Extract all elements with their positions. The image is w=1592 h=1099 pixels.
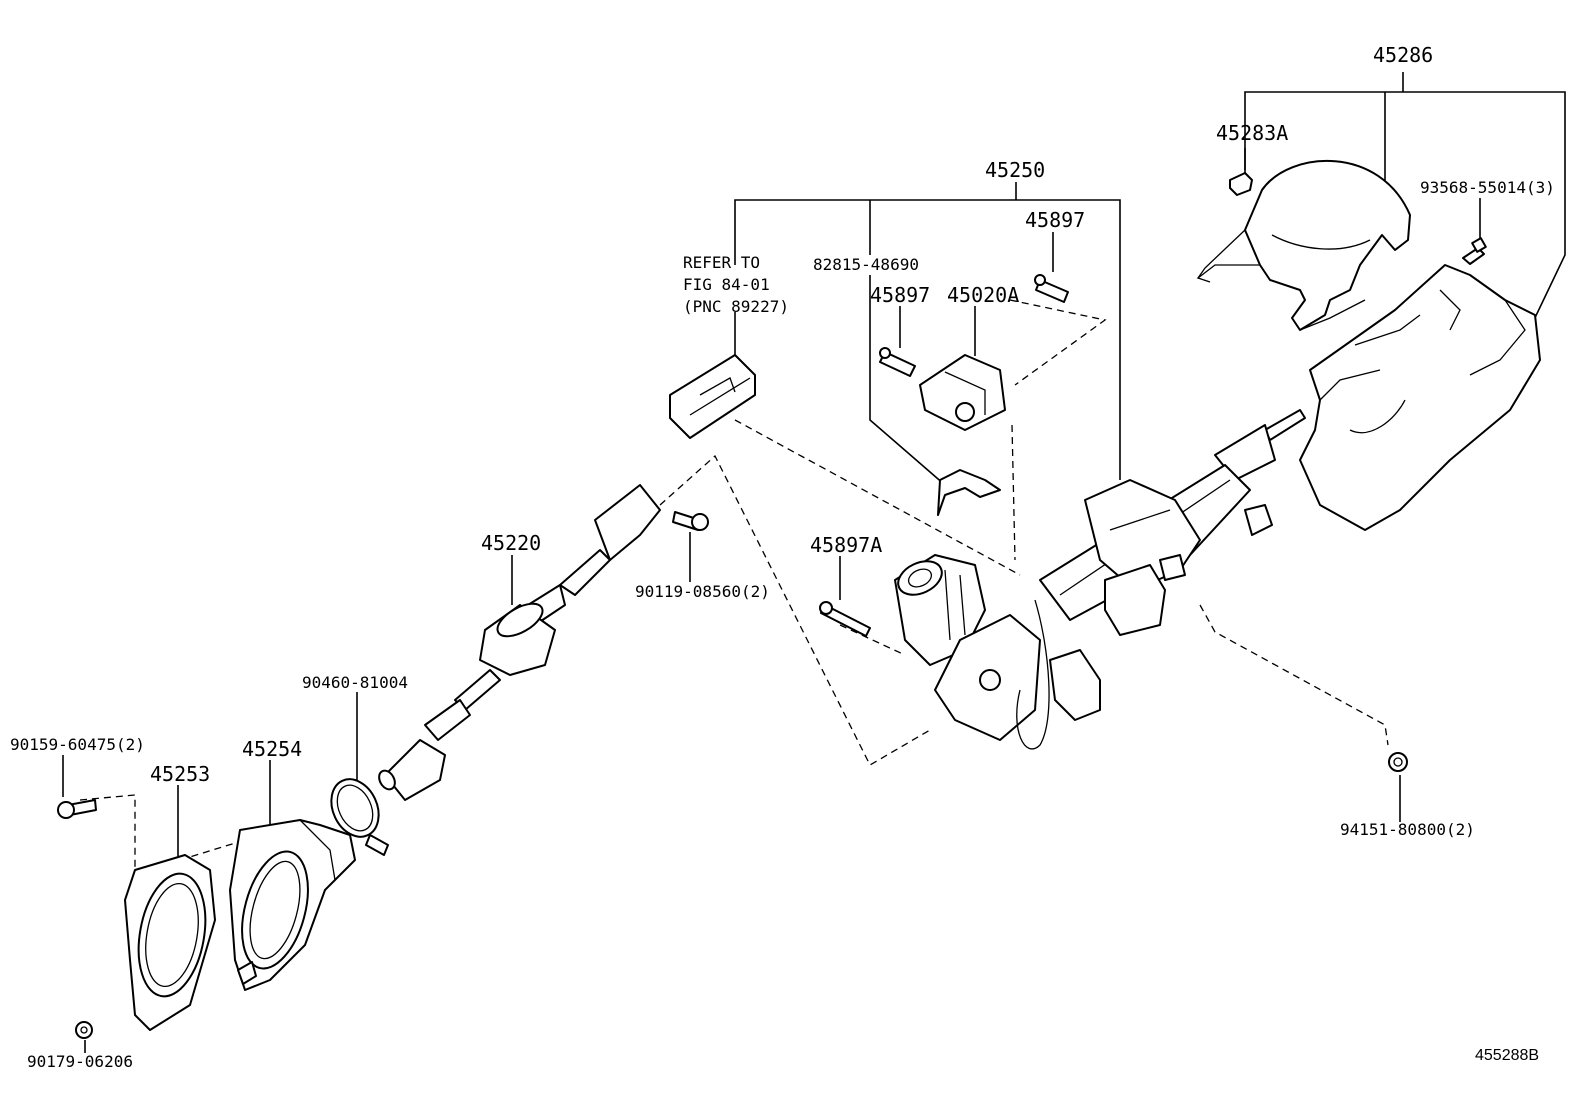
lock-bracket-45020a [919,354,1006,431]
label-refer-line2: FIG 84-01 [683,275,770,294]
bolt-90159 [57,799,97,819]
dashed-alignment-lines [79,299,1389,870]
label-45220[interactable]: 45220 [481,531,541,555]
label-45020a[interactable]: 45020A [947,283,1019,307]
label-90159[interactable]: 90159-60475(2) [10,735,145,754]
steering-column-assembly-45250 [894,409,1306,750]
plate-45253 [124,854,216,1031]
nut-94151 [1388,752,1408,772]
label-45250[interactable]: 45250 [985,158,1045,182]
clamp-90460 [330,778,389,856]
diagram-id: 455288B [1475,1047,1539,1064]
intermediate-shaft-45220 [378,484,661,801]
nut-90179 [75,1021,93,1039]
label-45897a[interactable]: 45897A [810,533,882,557]
leader-lines [62,72,1566,1053]
bolt-90119 [672,511,709,531]
label-45283a[interactable]: 45283A [1216,121,1288,145]
bolt-45897a [819,601,871,637]
clip-82815 [937,469,1001,516]
label-45897-upper[interactable]: 45897 [1025,208,1085,232]
label-90460[interactable]: 90460-81004 [302,673,408,692]
lower-column-cover [1299,264,1541,531]
label-94151[interactable]: 94151-80800(2) [1340,820,1475,839]
label-45253[interactable]: 45253 [150,762,210,786]
upper-column-cover [1196,159,1411,331]
part-labels: 45286 45283A 93568-55014(3) 45250 REFER … [10,43,1555,1071]
label-45897-lower[interactable]: 45897 [870,283,930,307]
screw-93568 [1462,237,1487,265]
label-82815[interactable]: 82815-48690 [813,255,919,274]
label-90179[interactable]: 90179-06206 [27,1052,133,1071]
pin-45897-upper [1034,274,1069,303]
label-93568[interactable]: 93568-55014(3) [1420,178,1555,197]
label-refer-line3[interactable]: (PNC 89227) [683,297,789,316]
part-45283a [1229,172,1253,196]
connector-89227 [669,354,756,439]
label-45254[interactable]: 45254 [242,737,302,761]
seal-45254 [229,819,356,991]
label-refer-line1: REFER TO [683,253,760,272]
pin-45897-lower [879,347,916,377]
label-45286[interactable]: 45286 [1373,43,1433,67]
label-90119[interactable]: 90119-08560(2) [635,582,770,601]
